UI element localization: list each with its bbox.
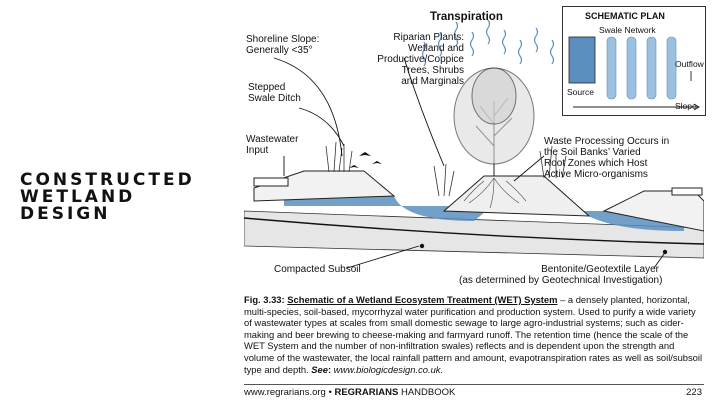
- soil-bank-left: [253, 170, 396, 202]
- slide-title: CONSTRUCTED WETLAND DESIGN: [20, 172, 240, 223]
- schematic-plan: SCHEMATIC PLAN Swale Network Source Outf…: [562, 6, 706, 116]
- leader-lines: [273, 57, 665, 269]
- caption-see-url[interactable]: www.biologicdesign.co.uk.: [333, 363, 444, 375]
- footer-handbook: REGRARIANS: [334, 387, 399, 398]
- label-riparian: Riparian Plants: Wetland and Productive/…: [377, 32, 464, 87]
- title-line-3: DESIGN: [20, 204, 111, 224]
- page-footer: www.regrarians.org • REGRARIANS HANDBOOK…: [244, 384, 704, 398]
- soil-bank-right: [602, 190, 704, 232]
- root-zone: [463, 177, 527, 209]
- caption-see-label: See: [311, 363, 328, 375]
- transpiration-waves: [421, 19, 555, 67]
- label-wastewater: Wastewater Input: [246, 134, 299, 156]
- swale-2: [626, 36, 637, 100]
- birds: [349, 152, 382, 168]
- label-waste-processing: Waste Processing Occurs in the Soil Bank…: [544, 136, 670, 180]
- schematic-swale-network: Swale Network: [599, 25, 656, 35]
- caption-fig-label: Fig. 3.33: [244, 294, 282, 305]
- footer-handbook2: HANDBOOK: [398, 387, 456, 398]
- swale-4: [666, 36, 677, 100]
- soil-bank-center: [442, 175, 591, 217]
- title-line-2: WETLAND: [20, 187, 136, 207]
- schematic-slope: Slope: [675, 101, 697, 111]
- input-pipe: [253, 177, 289, 187]
- source-box: [568, 36, 596, 84]
- label-stepped: Stepped Swale Ditch: [248, 82, 301, 104]
- swale-water-1: [284, 196, 492, 221]
- bentonite-line: [244, 217, 704, 245]
- title-line-1: CONSTRUCTED: [20, 170, 195, 190]
- central-tree: [453, 67, 535, 176]
- footer-site[interactable]: www.regrarians.org: [244, 387, 326, 398]
- footer-page-number: 223: [686, 387, 702, 398]
- figure-caption: Fig. 3.33: Schematic of a Wetland Ecosys…: [244, 294, 703, 375]
- outflow-pipe: [671, 187, 703, 196]
- swale-1: [606, 36, 617, 100]
- caption-title: Schematic of a Wetland Ecosystem Treatme…: [287, 294, 558, 305]
- caption-text: – a densely planted, horizontal, multi-s…: [244, 294, 703, 375]
- footer-sep: •: [325, 387, 335, 398]
- wetland-figure: Transpiration Shoreline Slope: Generally…: [244, 6, 706, 401]
- label-transpiration: Transpiration: [430, 11, 503, 23]
- schematic-title: SCHEMATIC PLAN: [585, 11, 665, 21]
- swale-3: [646, 36, 657, 100]
- schematic-outflow: Outflow: [675, 59, 704, 69]
- wetland-cross-section: [244, 19, 704, 269]
- label-compacted: Compacted Subsoil: [274, 264, 361, 275]
- reeds: [325, 141, 567, 197]
- label-bentonite: Bentonite/Geotextile Layer (as determine…: [459, 264, 663, 286]
- label-shoreline: Shoreline Slope: Generally <35°: [246, 34, 320, 56]
- schematic-drawing: [568, 36, 700, 111]
- slope-arrow: [573, 103, 700, 111]
- schematic-source: Source: [567, 87, 594, 97]
